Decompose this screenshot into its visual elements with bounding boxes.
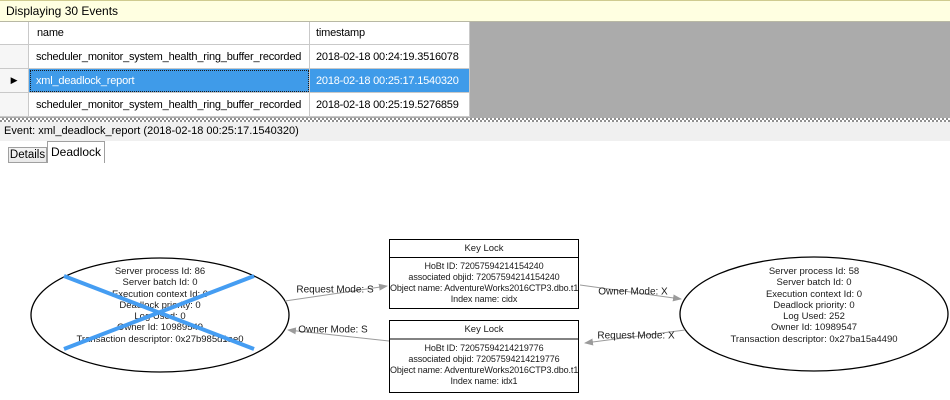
edge-label-request-s: Request Mode: S	[296, 284, 374, 296]
event-timestamp-cell[interactable]: 2018-02-18 00:24:19.3516078	[310, 45, 470, 69]
resource-title: Key Lock	[390, 240, 578, 258]
tab-details[interactable]: Details	[8, 147, 47, 163]
resource-attr: Object name: AdventureWorks2016CTP3.dbo.…	[390, 365, 579, 375]
row-selector-header	[0, 22, 29, 45]
edge-owner-s	[287, 327, 390, 342]
winner-process-ellipse	[679, 256, 949, 372]
resource-node-keylock-top: Key Lock HoBt ID: 72057594214154240 asso…	[389, 239, 579, 309]
row-selector[interactable]	[0, 45, 29, 69]
events-grid: name timestamp scheduler_monitor_system_…	[0, 22, 470, 117]
process-attr: Transaction descriptor: 0x27b985d1ae0	[76, 333, 244, 345]
events-grid-region: name timestamp scheduler_monitor_system_…	[0, 22, 950, 118]
edge-request-x	[584, 329, 686, 346]
edge-owner-x	[579, 284, 682, 302]
process-attr: Owner Id: 10989549	[116, 322, 204, 334]
event-timestamp-cell[interactable]: 2018-02-18 00:25:17.1540320	[310, 69, 470, 93]
resource-attr: Object name: AdventureWorks2016CTP3.dbo.…	[390, 283, 579, 293]
table-row[interactable]: scheduler_monitor_system_health_ring_buf…	[0, 45, 470, 69]
process-attr: Server batch Id: 0	[122, 277, 198, 289]
process-attr: Log Used: 252	[783, 311, 845, 323]
events-count-bar: Displaying 30 Events	[0, 0, 950, 22]
column-header-timestamp[interactable]: timestamp	[310, 22, 470, 45]
tab-deadlock[interactable]: Deadlock	[47, 141, 105, 163]
current-row-arrow-icon: ▶	[10, 75, 18, 85]
resource-node-keylock-bottom: Key Lock HoBt ID: 72057594214219776 asso…	[389, 320, 579, 393]
edge-label-owner-x: Owner Mode: X	[598, 286, 668, 298]
table-row[interactable]: scheduler_monitor_system_health_ring_buf…	[0, 93, 470, 117]
process-attr: Owner Id: 10989547	[770, 322, 858, 334]
tab-strip: Details Deadlock	[0, 141, 950, 163]
victim-process-node: Server process Id: 86 Server batch Id: 0…	[40, 266, 280, 345]
process-attr: Server process Id: 86	[114, 266, 206, 277]
process-attr: Log Used: 0	[134, 311, 186, 323]
process-attr: Server batch Id: 0	[776, 277, 852, 289]
process-attr: Deadlock priority: 0	[119, 299, 201, 311]
winner-process-node: Server process Id: 58 Server batch Id: 0…	[694, 266, 934, 345]
event-name-cell[interactable]: xml_deadlock_report	[29, 69, 310, 93]
edge-label-owner-s: Owner Mode: S	[298, 324, 368, 336]
resource-attr: HoBt ID: 72057594214219776	[424, 343, 544, 353]
resource-title: Key Lock	[390, 321, 578, 340]
column-header-name[interactable]: name	[29, 22, 310, 45]
process-attr: Transaction descriptor: 0x27ba15a4490	[730, 333, 898, 345]
deadlock-graph: Server process Id: 86 Server batch Id: 0…	[0, 163, 950, 400]
grid-header-row: name timestamp	[0, 22, 470, 45]
event-timestamp-cell[interactable]: 2018-02-18 00:25:19.5276859	[310, 93, 470, 117]
selected-event-label: Event: xml_deadlock_report (2018-02-18 0…	[0, 122, 950, 141]
edge-request-s	[284, 283, 388, 302]
resource-attr: associated objid: 72057594214154240	[408, 272, 560, 282]
event-name-cell[interactable]: scheduler_monitor_system_health_ring_buf…	[29, 93, 310, 117]
process-attr: Execution context Id: 0	[111, 288, 209, 300]
table-row-selected[interactable]: ▶ xml_deadlock_report 2018-02-18 00:25:1…	[0, 69, 470, 93]
resource-attr: Index name: cidx	[450, 294, 518, 304]
process-attr: Server process Id: 58	[768, 266, 860, 277]
row-selector[interactable]	[0, 93, 29, 117]
edge-label-request-x: Request Mode: X	[597, 330, 675, 342]
process-attr: Deadlock priority: 0	[773, 299, 855, 311]
event-name-cell[interactable]: scheduler_monitor_system_health_ring_buf…	[29, 45, 310, 69]
resource-attr: associated objid: 72057594214219776	[408, 354, 560, 364]
resource-attr: Index name: idx1	[450, 376, 518, 386]
process-attr: Execution context Id: 0	[765, 288, 863, 300]
row-selector-current[interactable]: ▶	[0, 69, 29, 93]
pane-splitter[interactable]	[0, 118, 950, 122]
resource-attr: HoBt ID: 72057594214154240	[424, 261, 544, 271]
